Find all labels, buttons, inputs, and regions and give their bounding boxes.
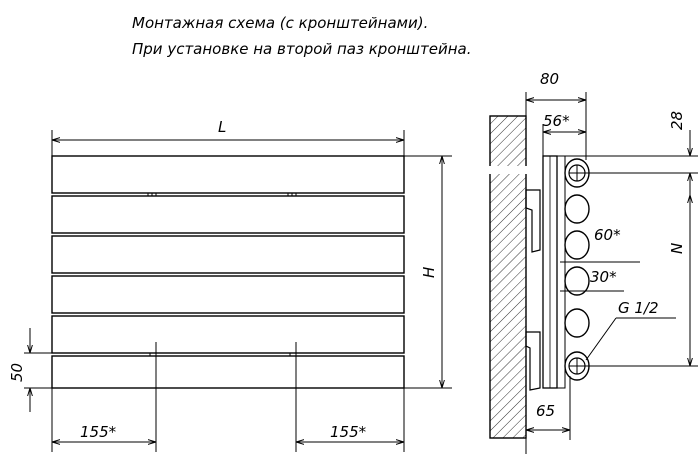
height-label: H bbox=[420, 267, 438, 278]
gap-30-label: 30* bbox=[590, 268, 617, 286]
bottom-depth-label: 65 bbox=[536, 402, 555, 420]
panel-5 bbox=[51, 315, 405, 354]
depth-inner-label: 56* bbox=[543, 112, 570, 130]
width-label: L bbox=[218, 118, 226, 136]
top-offset-label: 28 bbox=[668, 111, 686, 130]
panel-3 bbox=[51, 235, 405, 274]
thread-leader bbox=[585, 317, 617, 361]
depth-total-label: 80 bbox=[540, 70, 559, 88]
side-view: 80 56* 28 N 60* 30* G 1/2 65 bbox=[489, 70, 698, 454]
thread-label: G 1/2 bbox=[618, 299, 659, 317]
tube-sections bbox=[564, 158, 590, 381]
radiator-panels bbox=[51, 155, 405, 389]
title-line-2: При установке на второй паз кронштейна. bbox=[132, 40, 472, 58]
title-line-1: Монтажная схема (с кронштейнами). bbox=[132, 14, 428, 32]
left-bracket-label: 155* bbox=[80, 423, 117, 441]
panel-1 bbox=[51, 155, 405, 194]
lower-bracket bbox=[525, 331, 541, 391]
upper-bracket bbox=[525, 189, 541, 253]
panel-4 bbox=[51, 275, 405, 314]
panel-2 bbox=[51, 195, 405, 234]
bottom-offset-label: 50 bbox=[8, 363, 26, 382]
front-view: L H 50 155* 155* bbox=[8, 118, 452, 452]
panel-6 bbox=[51, 355, 405, 389]
right-bracket-label: 155* bbox=[330, 423, 367, 441]
gap-60-label: 60* bbox=[594, 226, 621, 244]
wall-section bbox=[489, 115, 527, 439]
axis-distance-label: N bbox=[668, 243, 686, 254]
